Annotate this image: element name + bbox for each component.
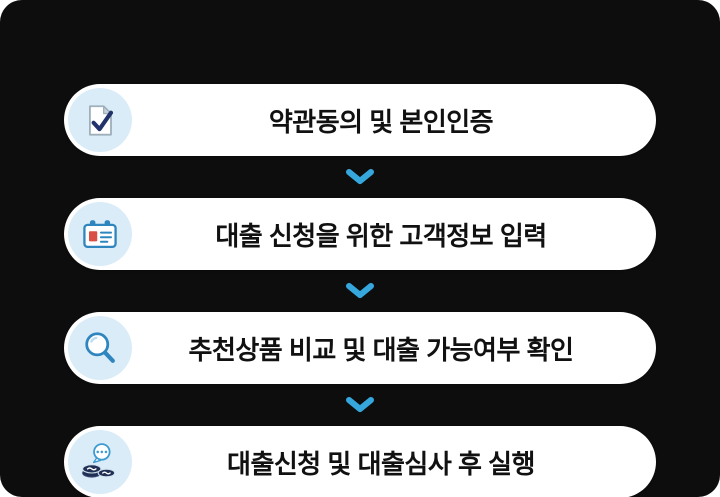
step-label-loan-execution: 대출신청 및 대출심사 후 실행 <box>227 448 535 479</box>
chevron-down-svg <box>346 397 374 412</box>
step-label-compare-products: 추천상품 비교 및 대출 가능여부 확인 <box>188 334 574 365</box>
step-row-customer-info: 대출 신청을 위한 고객정보 입력 <box>64 198 656 270</box>
chevron-down-svg <box>346 169 374 184</box>
document-check-icon <box>68 88 132 152</box>
step-row-loan-execution: 대출신청 및 대출심사 후 실행 <box>64 426 656 497</box>
id-card-icon <box>68 202 132 266</box>
coins-chat-icon-svg <box>82 443 116 478</box>
document-check-icon-svg <box>89 105 114 136</box>
chevron-down-icon <box>64 156 656 198</box>
chevron-down-svg <box>346 283 374 298</box>
magnifier-icon-svg <box>85 332 115 363</box>
chevron-down-icon <box>64 384 656 426</box>
step-label-terms: 약관동의 및 본인인증 <box>268 106 494 137</box>
step-row-compare-products: 추천상품 비교 및 대출 가능여부 확인 <box>64 312 656 384</box>
coins-chat-icon <box>68 430 132 494</box>
step-row-terms: 약관동의 및 본인인증 <box>64 84 656 156</box>
magnifier-icon <box>68 316 132 380</box>
chevron-down-icon <box>64 270 656 312</box>
id-card-icon-svg <box>83 220 117 248</box>
step-label-customer-info: 대출 신청을 위한 고객정보 입력 <box>215 220 547 251</box>
